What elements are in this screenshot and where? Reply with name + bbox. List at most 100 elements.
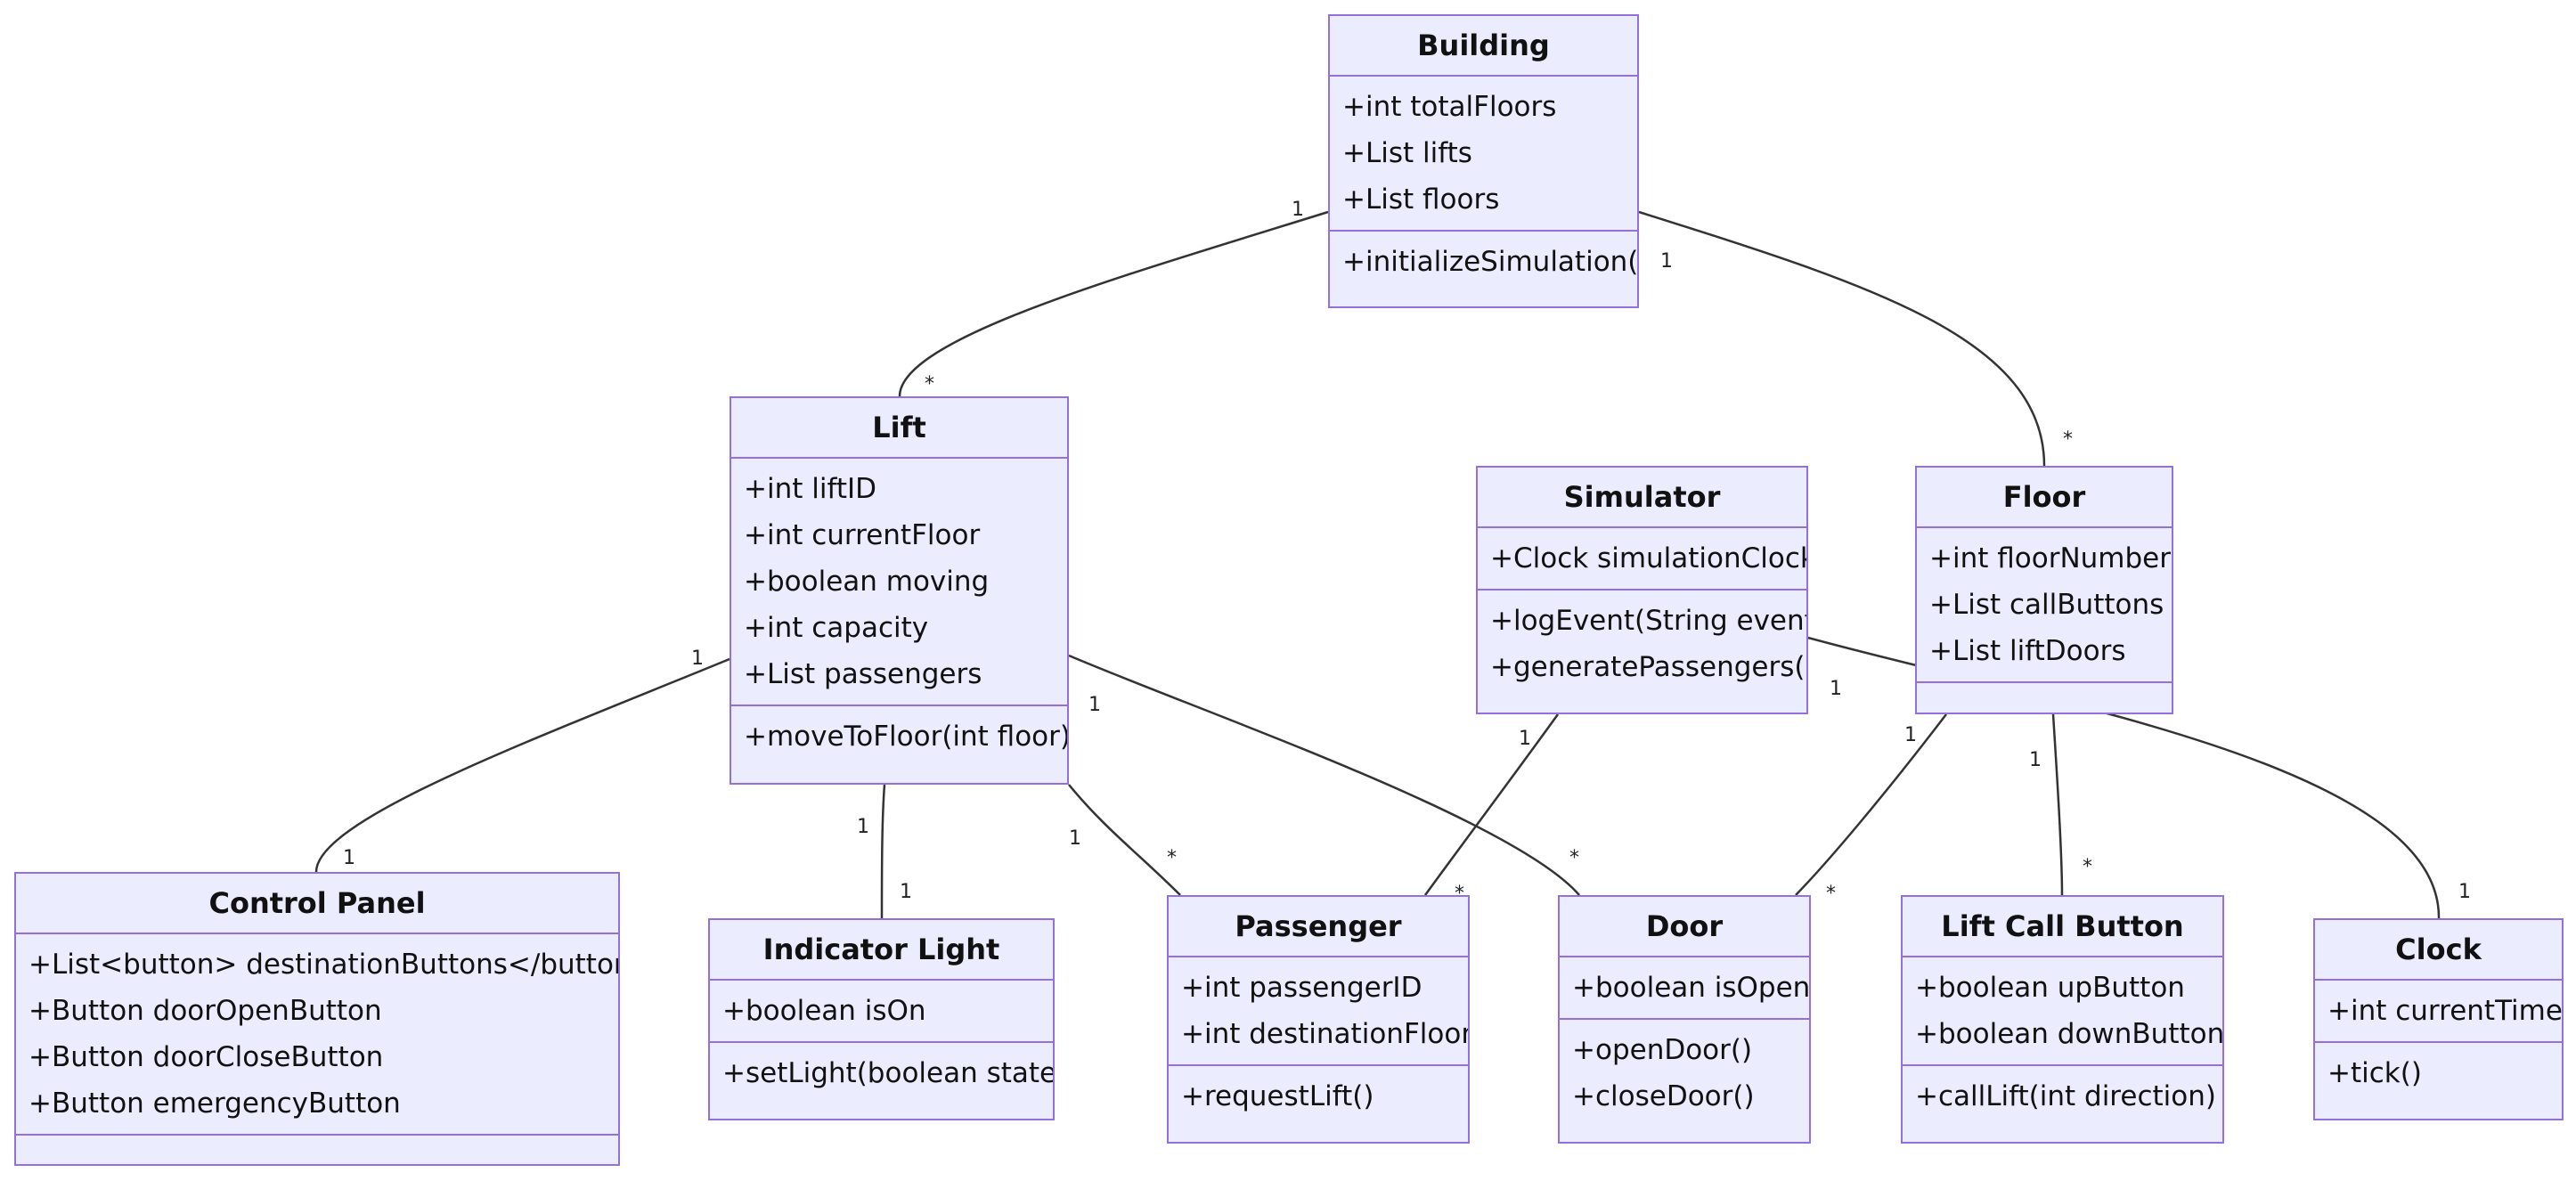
method: +moveToFloor(int floor): [744, 721, 1069, 753]
multiplicity-source: 1: [691, 648, 704, 670]
method: +callLift(int direction): [1915, 1080, 2216, 1112]
class-name: Building: [1330, 16, 1637, 77]
multiplicity-source: 1: [1660, 250, 1673, 273]
attribute: +Button doorCloseButton: [29, 1041, 384, 1073]
association-building-floor: [1638, 210, 2046, 467]
class-name: Floor: [1917, 468, 2172, 528]
method: +setLight(boolean state): [722, 1057, 1055, 1089]
association-lift-indicator-light: [880, 784, 886, 919]
multiplicity-target: *: [1569, 847, 1579, 869]
method: +requestLift(): [1181, 1080, 1374, 1112]
attribute: +Button doorOpenButton: [29, 995, 382, 1027]
class-name: Passenger: [1169, 897, 1468, 957]
attributes-section: +boolean upButton +boolean downButton: [1903, 957, 2222, 1066]
class-name: Door: [1560, 897, 1809, 957]
association-floor-lift-call-button: [2051, 713, 2064, 896]
attribute: +int floorNumber: [1929, 542, 2171, 574]
class-name: Control Panel: [16, 874, 618, 934]
attribute: +Clock simulationClock: [1490, 542, 1808, 574]
method: +openDoor(): [1572, 1034, 1753, 1066]
methods-section: [1917, 683, 2172, 699]
attribute: +List floors: [1342, 183, 1500, 216]
attribute: +List callButtons: [1929, 589, 2164, 621]
attribute: +List lifts: [1342, 137, 1472, 169]
attributes-section: +boolean isOn: [710, 981, 1053, 1043]
attribute: +Button emergencyButton: [29, 1087, 401, 1120]
multiplicity-target: *: [1826, 883, 1836, 905]
attribute: +int destinationFloor: [1181, 1018, 1470, 1050]
association-lift-passenger: [1068, 784, 1181, 896]
class-floor[interactable]: Floor +int floorNumber +List callButtons +L…: [1915, 466, 2173, 714]
class-name: Lift: [731, 398, 1067, 459]
methods-section: +requestLift(): [1169, 1066, 1468, 1127]
class-simulator[interactable]: Simulator +Clock simulationClock +logEvent…: [1476, 466, 1808, 714]
method: +generatePassengers(): [1490, 651, 1808, 683]
multiplicity-target: *: [925, 373, 934, 395]
attribute: +int totalFloors: [1342, 91, 1557, 123]
association-floor-door: [1795, 713, 1947, 896]
attributes-section: +List<button> destinationButtons</button…: [16, 934, 618, 1136]
attribute: +boolean upButton: [1915, 972, 2185, 1004]
attribute: +int liftID: [744, 473, 877, 505]
association-lift-door: [1068, 654, 1580, 896]
multiplicity-source: 1: [1830, 678, 1842, 700]
class-indicator-light[interactable]: Indicator Light +boolean isOn +setLight(bo…: [708, 918, 1055, 1120]
multiplicity-target: *: [1167, 847, 1177, 869]
association-building-lift: [898, 210, 1329, 397]
attribute: +int capacity: [744, 612, 929, 644]
multiplicity-target: 1: [2458, 881, 2471, 903]
attribute: +int currentTime: [2327, 995, 2563, 1027]
attribute: +List liftDoors: [1929, 635, 2126, 667]
method: +initializeSimulation(): [1342, 246, 1639, 278]
multiplicity-target: *: [2063, 428, 2073, 451]
class-lift-call-button[interactable]: Lift Call Button+boolean upButton+boolea…: [1901, 895, 2224, 1144]
attribute: +boolean isOpen: [1572, 972, 1811, 1004]
methods-section: [16, 1136, 618, 1152]
multiplicity-source: 1: [1069, 827, 1081, 850]
class-door[interactable]: Door +boolean isOpen +openDoor() +closeDoor…: [1558, 895, 1811, 1144]
multiplicity-source: 1: [1292, 199, 1304, 221]
methods-section: +setLight(boolean state): [710, 1043, 1053, 1104]
association-lift-control-panel: [314, 657, 730, 873]
methods-section: +openDoor() +closeDoor(): [1560, 1020, 1809, 1127]
class-name: Lift Call Button: [1903, 897, 2222, 957]
multiplicity-target: 1: [343, 847, 355, 869]
method: +logEvent(String event): [1490, 605, 1808, 637]
multiplicity-source: 1: [1519, 728, 1531, 750]
multiplicity-source: 1: [857, 816, 869, 838]
multiplicity-source: 1: [1088, 694, 1101, 716]
attribute: +List<button> destinationButtons</button…: [29, 949, 620, 981]
methods-section: +logEvent(String event) +generatePassenge…: [1478, 590, 1806, 697]
class-name: Simulator: [1478, 468, 1806, 528]
attribute: +int passengerID: [1181, 972, 1423, 1004]
attribute: +boolean moving: [744, 566, 990, 598]
methods-section: +initializeSimulation(): [1330, 232, 1637, 292]
multiplicity-source: 1: [1904, 724, 1917, 746]
method: +closeDoor(): [1572, 1080, 1755, 1112]
multiplicity-target: *: [2083, 856, 2092, 878]
class-building[interactable]: Building +int totalFloors +List lifts +List…: [1328, 14, 1639, 308]
class-name: Clock: [2315, 920, 2562, 981]
multiplicity-source: 1: [2029, 749, 2042, 771]
methods-section: +tick(): [2315, 1043, 2562, 1104]
attributes-section: +int floorNumber +List callButtons +List l…: [1917, 528, 2172, 683]
attribute: +boolean downButton: [1915, 1018, 2224, 1050]
class-passenger[interactable]: Passenger +int passengerID +int destinatio…: [1167, 895, 1470, 1144]
attributes-section: +boolean isOpen: [1560, 957, 1809, 1020]
class-name: Indicator Light: [710, 920, 1053, 981]
multiplicity-target: 1: [900, 881, 912, 903]
multiplicity-target: *: [1455, 883, 1464, 905]
methods-section: +callLift(int direction): [1903, 1066, 2222, 1127]
methods-section: +moveToFloor(int floor): [731, 706, 1067, 767]
attribute: +boolean isOn: [722, 995, 926, 1027]
attributes-section: +Clock simulationClock: [1478, 528, 1806, 590]
method: +tick(): [2327, 1057, 2422, 1089]
attribute: +int currentFloor: [744, 519, 981, 551]
class-lift[interactable]: Lift +int liftID +int currentFloor +boolean…: [730, 396, 1069, 785]
class-control-panel[interactable]: Control Panel +List<button> destinationBu…: [14, 872, 620, 1166]
attributes-section: +int totalFloors +List lifts +List floors: [1330, 77, 1637, 232]
class-clock[interactable]: Clock +int currentTime +tick(): [2313, 918, 2564, 1120]
association-simulator-passenger: [1423, 713, 1560, 896]
